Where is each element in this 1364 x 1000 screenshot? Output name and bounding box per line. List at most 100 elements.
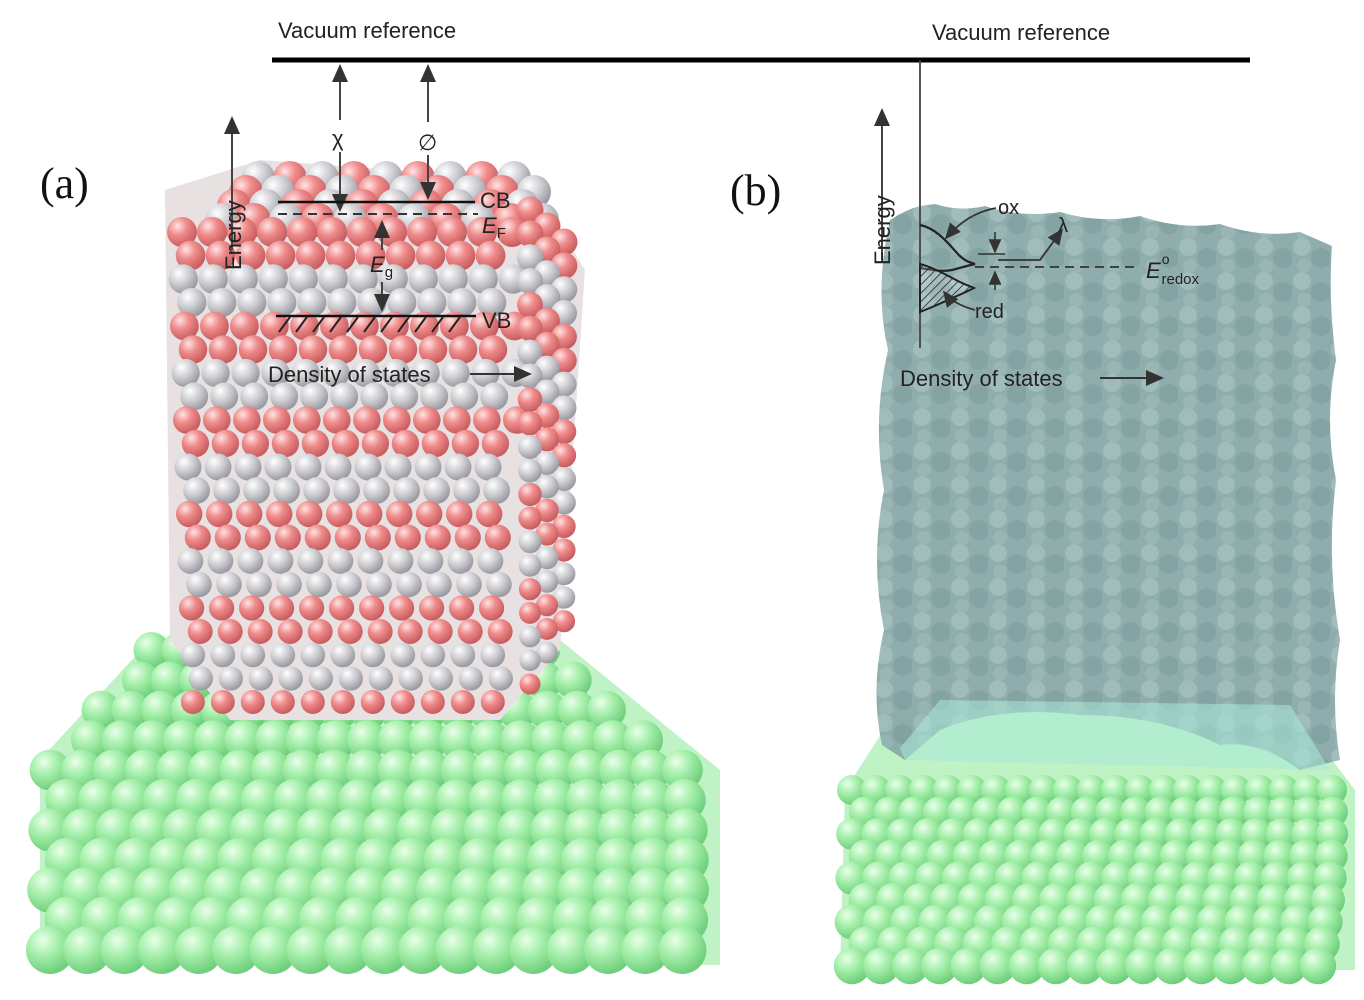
oxide-atom (267, 287, 297, 318)
substrate-atom (833, 947, 871, 985)
oxide-atom (241, 429, 270, 458)
oxide-atom (330, 690, 355, 714)
substrate-atom (1270, 947, 1308, 985)
oxide-atom (390, 382, 419, 411)
substrate-atom (862, 947, 900, 985)
oxide-atom (387, 287, 417, 318)
oxide-atom (238, 335, 268, 364)
oxide-atom (337, 619, 363, 644)
substrate-atom (316, 720, 357, 760)
substrate-atom (439, 720, 479, 760)
valence-band-hatch (278, 316, 461, 333)
oxide-atom (268, 335, 298, 364)
oxide-atom (216, 571, 242, 598)
oxide-atom (519, 601, 541, 624)
valence-band-hatch-mark (295, 316, 308, 333)
oxide-atom (237, 548, 264, 574)
valence-band-hatch-mark (431, 316, 444, 333)
oxide-atom (364, 524, 391, 551)
panel-a-dos-label: Density of states (268, 362, 431, 387)
oxide-atom (299, 595, 325, 621)
oxide-atom (180, 382, 209, 411)
oxide-atom (484, 524, 511, 551)
oxide-atom (173, 406, 201, 434)
oxide-atom (426, 571, 452, 598)
substrate-atom (255, 720, 295, 760)
substrate-atom (286, 926, 335, 974)
substrate-atom (347, 720, 387, 760)
oxide-atom (178, 335, 208, 364)
substrate-atom (1212, 947, 1249, 985)
oxide-atom (417, 548, 444, 574)
oxide-atom (414, 453, 442, 481)
oxide-atom (301, 429, 330, 458)
oxide-atom (519, 673, 541, 695)
oxide-atom (383, 406, 411, 434)
oxide-atom (447, 287, 477, 318)
substrate-atom (472, 926, 521, 974)
oxide-atom (207, 287, 237, 318)
oxide-atom (243, 477, 270, 504)
eg-label: Eg (370, 252, 393, 281)
oxide-atom (227, 217, 257, 247)
oxide-atom (355, 240, 386, 271)
oxide-atom (418, 335, 448, 364)
substrate-atom (162, 720, 203, 760)
oxide-atom (417, 287, 447, 318)
oxide-atom (408, 264, 438, 294)
panel-a-oxide-cube (165, 160, 585, 720)
oxide-atom (518, 554, 542, 577)
oxide-atom (203, 406, 231, 434)
oxide-atom (420, 690, 445, 714)
substrate-atom (1066, 947, 1104, 985)
substrate-atom (500, 720, 541, 760)
oxide-atom (450, 690, 475, 714)
oxide-atom (288, 264, 318, 294)
oxide-atom (487, 619, 513, 644)
oxide-atom (204, 453, 232, 481)
oxide-atom (317, 217, 347, 247)
oxide-atom (454, 524, 481, 551)
substrate-atom (1299, 947, 1337, 985)
oxide-atom (360, 690, 385, 714)
lambda-arrow (998, 228, 1064, 261)
oxide-atom (516, 244, 544, 271)
substrate-atom (193, 720, 234, 760)
substrate-atom (1241, 947, 1278, 985)
oxide-atom (209, 595, 235, 621)
oxide-atom (393, 477, 420, 504)
lambda-label: λ (1058, 215, 1068, 237)
oxide-atom (170, 311, 199, 341)
chi-label: χ (332, 126, 344, 151)
oxide-atom (516, 268, 544, 295)
oxide-atom (338, 666, 363, 691)
oxide-atom (420, 642, 446, 668)
oxide-atom (448, 335, 478, 364)
oxide-atom (297, 548, 324, 574)
oxide-atom (480, 642, 506, 668)
oxide-atom (348, 264, 378, 294)
substrate-atom (137, 926, 186, 974)
oxide-atom (295, 240, 326, 271)
oxide-atom (517, 411, 543, 436)
oxide-atom (176, 500, 203, 528)
oxide-atom (389, 595, 415, 621)
substrate-atom (174, 926, 223, 974)
substrate-atom (435, 926, 484, 974)
oxide-atom (427, 619, 453, 644)
oxide-atom (516, 220, 544, 248)
oxide-atom (390, 642, 416, 668)
oxide-atom (483, 477, 510, 504)
oxide-atom (413, 406, 441, 434)
oxide-atom (228, 264, 258, 294)
oxide-atom (267, 548, 294, 574)
oxide-atom (261, 358, 290, 388)
substrate-atom (509, 926, 558, 974)
substrate-atom (1125, 947, 1162, 985)
substrate-atom (1269, 775, 1299, 805)
phi-label: ∅ (418, 130, 437, 155)
oxide-atom (233, 406, 261, 434)
oxide-atom (477, 287, 507, 318)
